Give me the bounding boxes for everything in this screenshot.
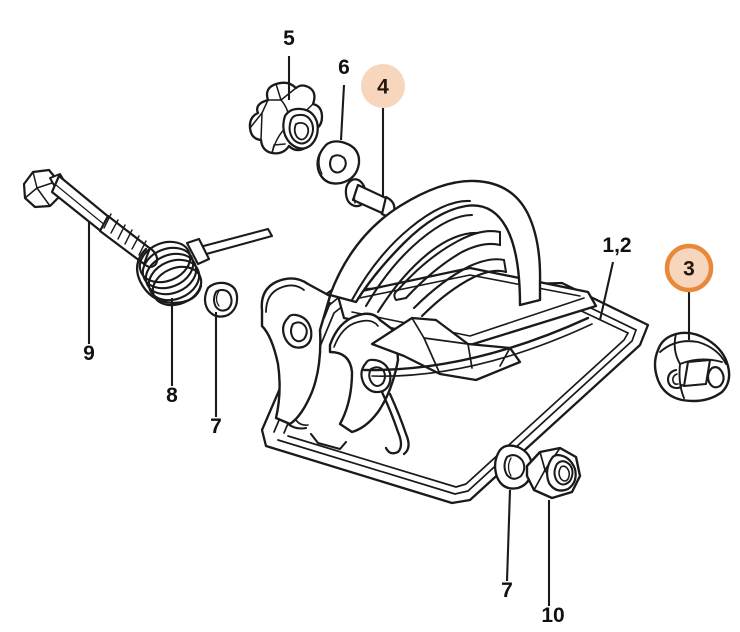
part-number-label-1-2: 1,2 [602, 234, 631, 257]
leader-lines [87, 56, 691, 606]
part-number-label-7: 7 [501, 579, 513, 602]
part-lock-nut [525, 446, 582, 500]
part-washer-lower [493, 444, 534, 490]
part-number-label-6: 6 [338, 56, 350, 79]
part-torsion-spring [135, 227, 274, 307]
callout-highlight-3[interactable]: 3 [664, 243, 714, 293]
part-number-label-5: 5 [283, 27, 295, 50]
leader-line-6 [339, 84, 346, 141]
part-guard-and-base-plate [260, 179, 650, 505]
part-number-label-8: 8 [166, 384, 178, 407]
part-hex-head-bolt [22, 168, 159, 269]
part-number-labels: 5 6 1,2 9 8 7 7 10 [83, 27, 631, 627]
part-clamp-block [653, 331, 731, 403]
part-hand-knob [248, 81, 324, 155]
callout-bubbles: 43 [361, 64, 714, 293]
leader-line-7 [505, 489, 512, 582]
leader-line-1-2 [598, 261, 615, 321]
part-flat-washer [316, 140, 361, 185]
part-shoulder-pin [344, 178, 396, 218]
callout-circle [361, 64, 405, 108]
callout-label-text: 4 [377, 76, 389, 99]
callout-circle [664, 243, 714, 293]
callout-label-text: 3 [683, 258, 695, 281]
part-washer-upper [203, 281, 239, 318]
part-number-label-10: 10 [541, 604, 564, 627]
part-number-label-7: 7 [210, 415, 222, 438]
callout-highlight-4[interactable]: 4 [361, 64, 405, 108]
part-number-label-9: 9 [83, 342, 95, 365]
